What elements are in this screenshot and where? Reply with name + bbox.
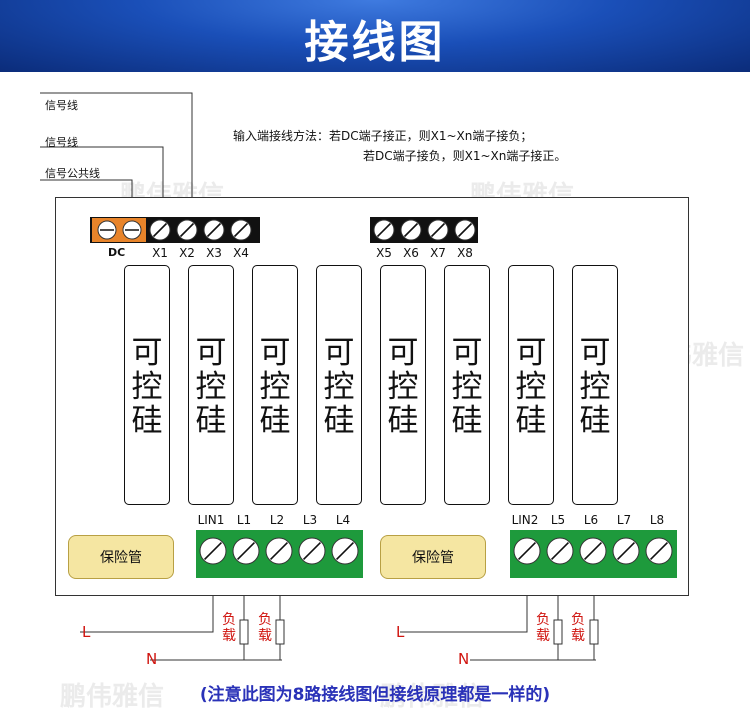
- scr-module: 可控硅: [508, 265, 554, 505]
- scr-module: 可控硅: [316, 265, 362, 505]
- scr-module: 可控硅: [380, 265, 426, 505]
- terminal-label: L8: [649, 513, 665, 527]
- signal-wire-label-2: 信号线: [45, 136, 78, 149]
- terminal-label: L1: [236, 513, 252, 527]
- load-label-3: 负载: [536, 612, 550, 644]
- screw-terminal-icon[interactable]: [229, 218, 253, 242]
- scr-module: 可控硅: [124, 265, 170, 505]
- scr-label: 可控硅: [259, 335, 291, 439]
- scr-label: 可控硅: [451, 335, 483, 439]
- screw-terminal-icon[interactable]: [148, 218, 172, 242]
- screw-terminal-icon[interactable]: [578, 536, 608, 566]
- terminal-label: LIN2: [511, 513, 539, 527]
- terminal-label: L7: [616, 513, 632, 527]
- fuse-2-label: 保险管: [412, 550, 454, 566]
- screw-terminal-icon[interactable]: [264, 536, 294, 566]
- screw-terminal-icon[interactable]: [426, 218, 450, 242]
- screw-terminal-icon[interactable]: [644, 536, 674, 566]
- wiring-note-line1: 输入端接线方法：若DC端子接正，则X1~Xn端子接负；: [233, 129, 533, 143]
- scr-module: 可控硅: [444, 265, 490, 505]
- page-title: 接线图: [304, 17, 446, 68]
- terminal-label: L5: [550, 513, 566, 527]
- scr-label: 可控硅: [323, 335, 355, 439]
- load-label-4: 负载: [571, 612, 585, 644]
- dc-terminal-screw-icon: [97, 220, 142, 240]
- screw-terminal-icon[interactable]: [202, 218, 226, 242]
- scr-label: 可控硅: [387, 335, 419, 439]
- screw-terminal-icon[interactable]: [297, 536, 327, 566]
- common-wire-label: 信号公共线: [45, 167, 100, 180]
- screw-terminal-icon[interactable]: [198, 536, 228, 566]
- footer-note: (注意此图为8路接线图但接线原理都是一样的): [199, 685, 551, 705]
- dc-terminal[interactable]: [92, 218, 146, 242]
- fuse-2: 保险管: [380, 535, 486, 579]
- terminal-label: X1: [152, 246, 168, 260]
- terminal-label: LIN1: [197, 513, 225, 527]
- scr-module: 可控硅: [572, 265, 618, 505]
- dc-label: DC: [108, 246, 126, 259]
- power-l-label-1: L: [82, 623, 91, 641]
- scr-label: 可控硅: [131, 335, 163, 439]
- terminal-label: X6: [403, 246, 419, 260]
- scr-label: 可控硅: [515, 335, 547, 439]
- terminal-label: L4: [335, 513, 351, 527]
- scr-module: 可控硅: [252, 265, 298, 505]
- fuse-1-label: 保险管: [100, 550, 142, 566]
- fuse-1: 保险管: [68, 535, 174, 579]
- screw-terminal-icon[interactable]: [175, 218, 199, 242]
- screw-terminal-icon[interactable]: [545, 536, 575, 566]
- screw-terminal-icon[interactable]: [453, 218, 477, 242]
- terminal-label: L6: [583, 513, 599, 527]
- terminal-label: X2: [179, 246, 195, 260]
- load-label-1: 负载: [222, 612, 236, 644]
- power-n-label-1: N: [146, 650, 158, 668]
- load-label-2: 负载: [258, 612, 272, 644]
- scr-label: 可控硅: [195, 335, 227, 439]
- screw-terminal-icon[interactable]: [399, 218, 423, 242]
- screw-terminal-icon[interactable]: [231, 536, 261, 566]
- terminal-label: X3: [206, 246, 222, 260]
- signal-wire-label-1: 信号线: [45, 99, 78, 112]
- terminal-label: L3: [302, 513, 318, 527]
- screw-terminal-icon[interactable]: [372, 218, 396, 242]
- terminal-label: X5: [376, 246, 392, 260]
- terminal-label: X7: [430, 246, 446, 260]
- scr-module: 可控硅: [188, 265, 234, 505]
- power-l-label-2: L: [396, 623, 405, 641]
- scr-label: 可控硅: [579, 335, 611, 439]
- terminal-label: X8: [457, 246, 473, 260]
- wiring-note-line2: 若DC端子接负，则X1~Xn端子接正。: [363, 149, 567, 163]
- screw-terminal-icon[interactable]: [512, 536, 542, 566]
- terminal-label: X4: [233, 246, 249, 260]
- screw-terminal-icon[interactable]: [330, 536, 360, 566]
- terminal-label: L2: [269, 513, 285, 527]
- power-n-label-2: N: [458, 650, 470, 668]
- screw-terminal-icon[interactable]: [611, 536, 641, 566]
- title-banner: [0, 0, 750, 72]
